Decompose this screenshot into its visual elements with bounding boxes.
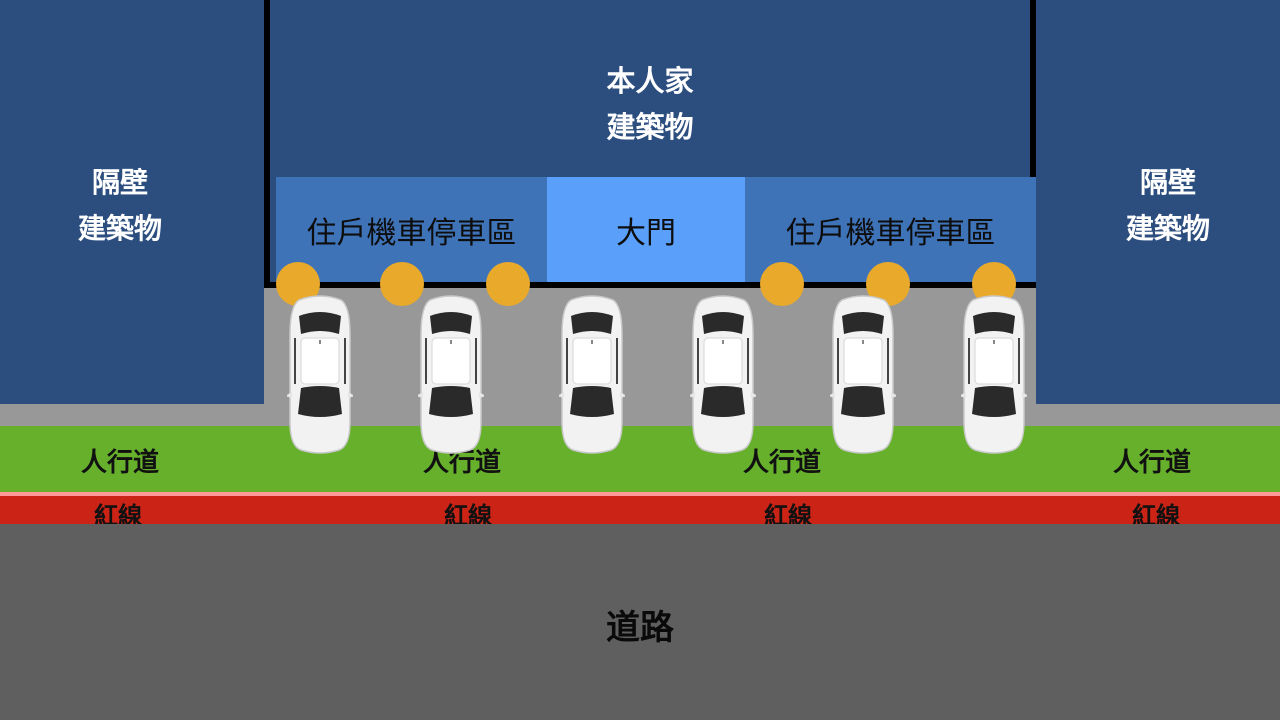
parking-zone-right-label: 住戶機車停車區 xyxy=(785,215,996,251)
motorcycle-spot-icon xyxy=(380,262,424,306)
road: 道路 xyxy=(0,524,1280,720)
main-building-line2: 建築物 xyxy=(606,110,694,144)
neighbor-building-right-line1: 隔壁 xyxy=(1139,166,1196,199)
main-building-line1: 本人家 xyxy=(606,64,694,98)
sidewalk-label: 人行道 xyxy=(422,448,501,478)
neighbor-building-right-label: 隔壁 建築物 xyxy=(1036,160,1280,252)
main-building-label: 本人家 建築物 xyxy=(270,58,1030,150)
car-top-view-icon xyxy=(557,294,627,454)
sidewalk-label: 人行道 xyxy=(742,448,821,478)
car-top-view-icon xyxy=(959,294,1029,454)
main-gate-label: 大門 xyxy=(616,215,676,251)
car-top-view-icon xyxy=(828,294,898,454)
parking-zone-left-label: 住戶機車停車區 xyxy=(306,215,517,251)
motorcycle-spot-icon xyxy=(760,262,804,306)
car-top-view-icon xyxy=(416,294,486,454)
sidewalk: 人行道 人行道 人行道 人行道 xyxy=(0,426,1280,492)
neighbor-building-right-line2: 建築物 xyxy=(1125,212,1210,245)
car-top-view-icon xyxy=(285,294,355,454)
neighbor-building-right: 隔壁 建築物 xyxy=(1036,0,1280,404)
neighbor-building-left-label: 隔壁 建築物 xyxy=(0,160,240,252)
neighbor-building-left-line1: 隔壁 xyxy=(91,166,148,199)
sidewalk-label: 人行道 xyxy=(80,448,159,478)
motorcycle-spot-icon xyxy=(486,262,530,306)
red-line: 紅線 紅線 紅線 紅線 xyxy=(0,496,1280,530)
main-building: 本人家 建築物 住戶機車停車區 大門 住戶機車停車區 xyxy=(264,0,1036,288)
neighbor-building-left: 隔壁 建築物 xyxy=(0,0,264,404)
sidewalk-label: 人行道 xyxy=(1112,448,1191,478)
road-label: 道路 xyxy=(606,608,674,648)
front-yard xyxy=(264,284,1036,426)
neighbor-building-left-line2: 建築物 xyxy=(77,212,162,245)
red-line-zone xyxy=(0,492,1280,496)
car-top-view-icon xyxy=(688,294,758,454)
main-gate: 大門 xyxy=(547,177,745,282)
